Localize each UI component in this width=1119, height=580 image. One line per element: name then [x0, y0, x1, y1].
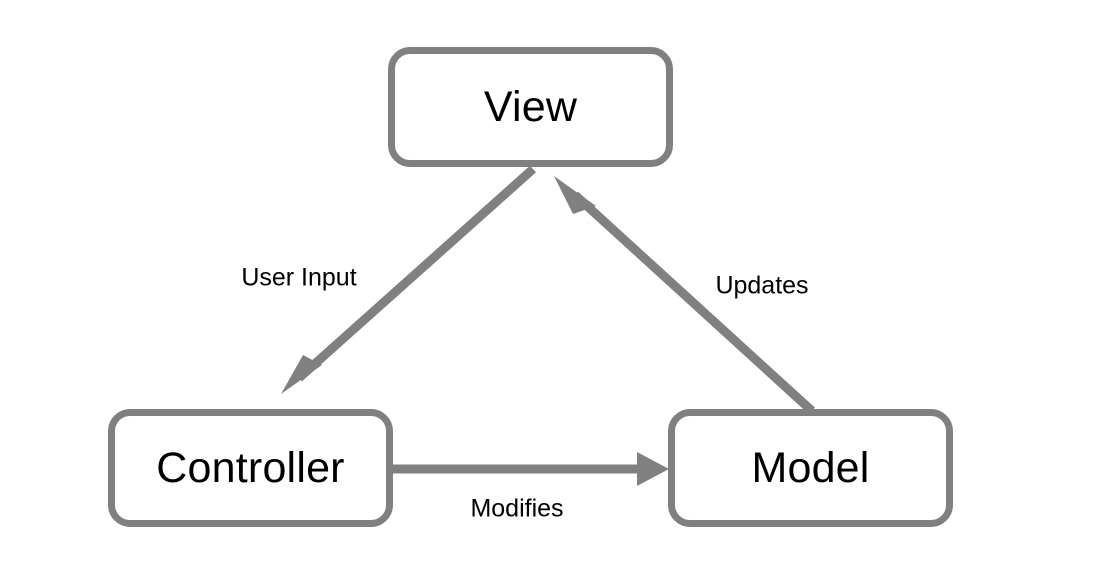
node-controller-label: Controller [156, 443, 345, 492]
node-view[interactable]: View [388, 47, 673, 167]
node-model[interactable]: Model [668, 409, 953, 527]
edge-label-user-input: User Input [241, 263, 357, 292]
edge-view-to-controller-line [296, 165, 536, 382]
edge-view-to-controller [281, 165, 536, 394]
edge-model-to-view-arrowhead [554, 176, 596, 214]
edge-view-to-controller-arrowhead [281, 355, 322, 394]
edge-controller-to-model-arrowhead [637, 452, 669, 486]
node-controller[interactable]: Controller [108, 409, 393, 527]
edge-label-updates: Updates [715, 271, 809, 300]
edge-controller-to-model [392, 452, 669, 486]
edge-model-to-view-line [571, 191, 816, 415]
edge-label-modifies: Modifies [470, 494, 564, 523]
node-view-label: View [483, 82, 578, 131]
node-model-label: Model [751, 443, 870, 492]
edge-model-to-view [554, 176, 816, 415]
